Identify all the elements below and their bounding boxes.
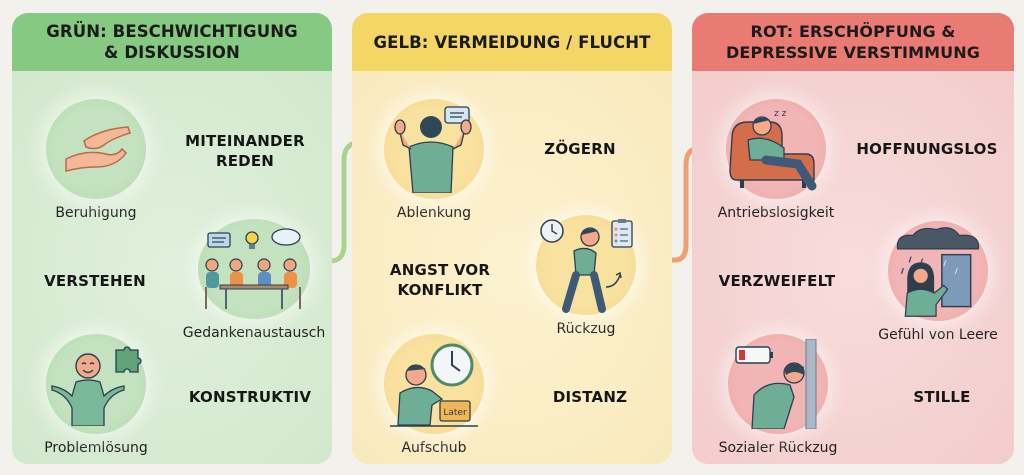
clock-later-box-icon: Later: [384, 334, 484, 434]
smiling-person-puzzle-icon: [46, 334, 146, 434]
keyword-line: KONSTRUKTIV: [188, 388, 312, 406]
panel-green-title-line2: & DISKUSSION: [104, 43, 240, 62]
keyword-verstehen: VERSTEHEN: [30, 271, 160, 291]
node-label: Beruhigung: [55, 205, 137, 221]
panel-red-body: z z Antriebslosigkeit: [692, 71, 1014, 464]
sleeping-armchair-icon: z z: [726, 99, 826, 199]
person-turning-away-icon: [384, 99, 484, 199]
keyword-line: MITEINANDER: [185, 132, 305, 150]
helping-hands-icon: [46, 99, 146, 199]
node-beruhigung: Beruhigung: [26, 99, 166, 221]
keyword-line: VERZWEIFELT: [718, 272, 836, 290]
keyword-line: ZÖGERN: [544, 140, 616, 158]
keyword-line: VERSTEHEN: [44, 272, 146, 290]
keyword-verzweifelt: VERZWEIFELT: [702, 271, 852, 291]
node-gedankenaustausch: Gedankenaustausch: [182, 219, 326, 341]
panel-red: ROT: ERSCHÖPFUNG & DEPRESSIVE VERSTIMMUN…: [692, 13, 1014, 464]
panel-green-body: Beruhigung: [12, 71, 332, 464]
node-label: Ablenkung: [396, 205, 472, 221]
sleep-z-text: z z: [774, 109, 787, 119]
node-rueckzug: Rückzug: [516, 215, 656, 337]
later-badge-text: Later: [443, 408, 467, 418]
keyword-zoegern: ZÖGERN: [520, 139, 640, 159]
panel-red-header: ROT: ERSCHÖPFUNG & DEPRESSIVE VERSTIMMUN…: [692, 13, 1014, 71]
node-label: Gefühl von Leere: [878, 327, 998, 343]
person-walking-away-icon: [536, 215, 636, 315]
keyword-angst-vor-konflikt: ANGST VOR KONFLIKT: [370, 260, 510, 300]
keyword-konstruktiv: KONSTRUKTIV: [180, 387, 320, 407]
node-ablenkung: Ablenkung: [364, 99, 504, 221]
panel-green: GRÜN: BESCHWICHTIGUNG & DISKUSSION Beruh…: [12, 13, 332, 464]
node-label: Antriebslosigkeit: [717, 205, 835, 221]
node-sozialer-rueckzug: Sozialer Rückzug: [708, 334, 848, 456]
keyword-line: KONFLIKT: [397, 281, 483, 299]
node-antriebslosigkeit: z z Antriebslosigkeit: [706, 99, 846, 221]
keyword-line: REDEN: [215, 152, 275, 170]
panel-red-title-line1: ROT: ERSCHÖPFUNG &: [750, 22, 956, 41]
keyword-distanz: DISTANZ: [530, 387, 650, 407]
keyword-hoffnungslos: HOFFNUNGSLOS: [852, 139, 1002, 159]
node-problemloesung: Problemlösung: [26, 334, 166, 456]
node-gefuehl-von-leere: Gefühl von Leere: [868, 221, 1008, 343]
panel-yellow-title: GELB: VERMEIDUNG / FLUCHT: [373, 32, 651, 52]
keyword-line: STILLE: [913, 388, 971, 406]
group-discussion-icon: [198, 219, 310, 319]
node-label: Gedankenaustausch: [182, 325, 326, 341]
rain-cloud-window-icon: [888, 221, 988, 321]
panel-yellow-body: Ablenkung: [352, 71, 672, 464]
node-label: Sozialer Rückzug: [718, 440, 838, 456]
low-battery-person-wall-icon: [728, 334, 828, 434]
node-label: Problemlösung: [44, 440, 148, 456]
panel-green-header: GRÜN: BESCHWICHTIGUNG & DISKUSSION: [12, 13, 332, 71]
node-label: Aufschub: [401, 440, 467, 456]
node-label: Rückzug: [556, 321, 616, 337]
node-aufschub: Later Aufschub: [364, 334, 504, 456]
panel-green-title-line1: GRÜN: BESCHWICHTIGUNG: [46, 22, 298, 41]
keyword-line: HOFFNUNGSLOS: [856, 140, 998, 158]
panel-yellow-header: GELB: VERMEIDUNG / FLUCHT: [352, 13, 672, 71]
keyword-stille: STILLE: [882, 387, 1002, 407]
keyword-miteinander-reden: MITEINANDER REDEN: [170, 131, 320, 171]
keyword-line: DISTANZ: [552, 388, 628, 406]
panel-red-title-line2: DEPRESSIVE VERSTIMMUNG: [726, 43, 980, 62]
panel-yellow: GELB: VERMEIDUNG / FLUCHT Ablenkung: [352, 13, 672, 464]
keyword-line: ANGST VOR: [389, 261, 491, 279]
